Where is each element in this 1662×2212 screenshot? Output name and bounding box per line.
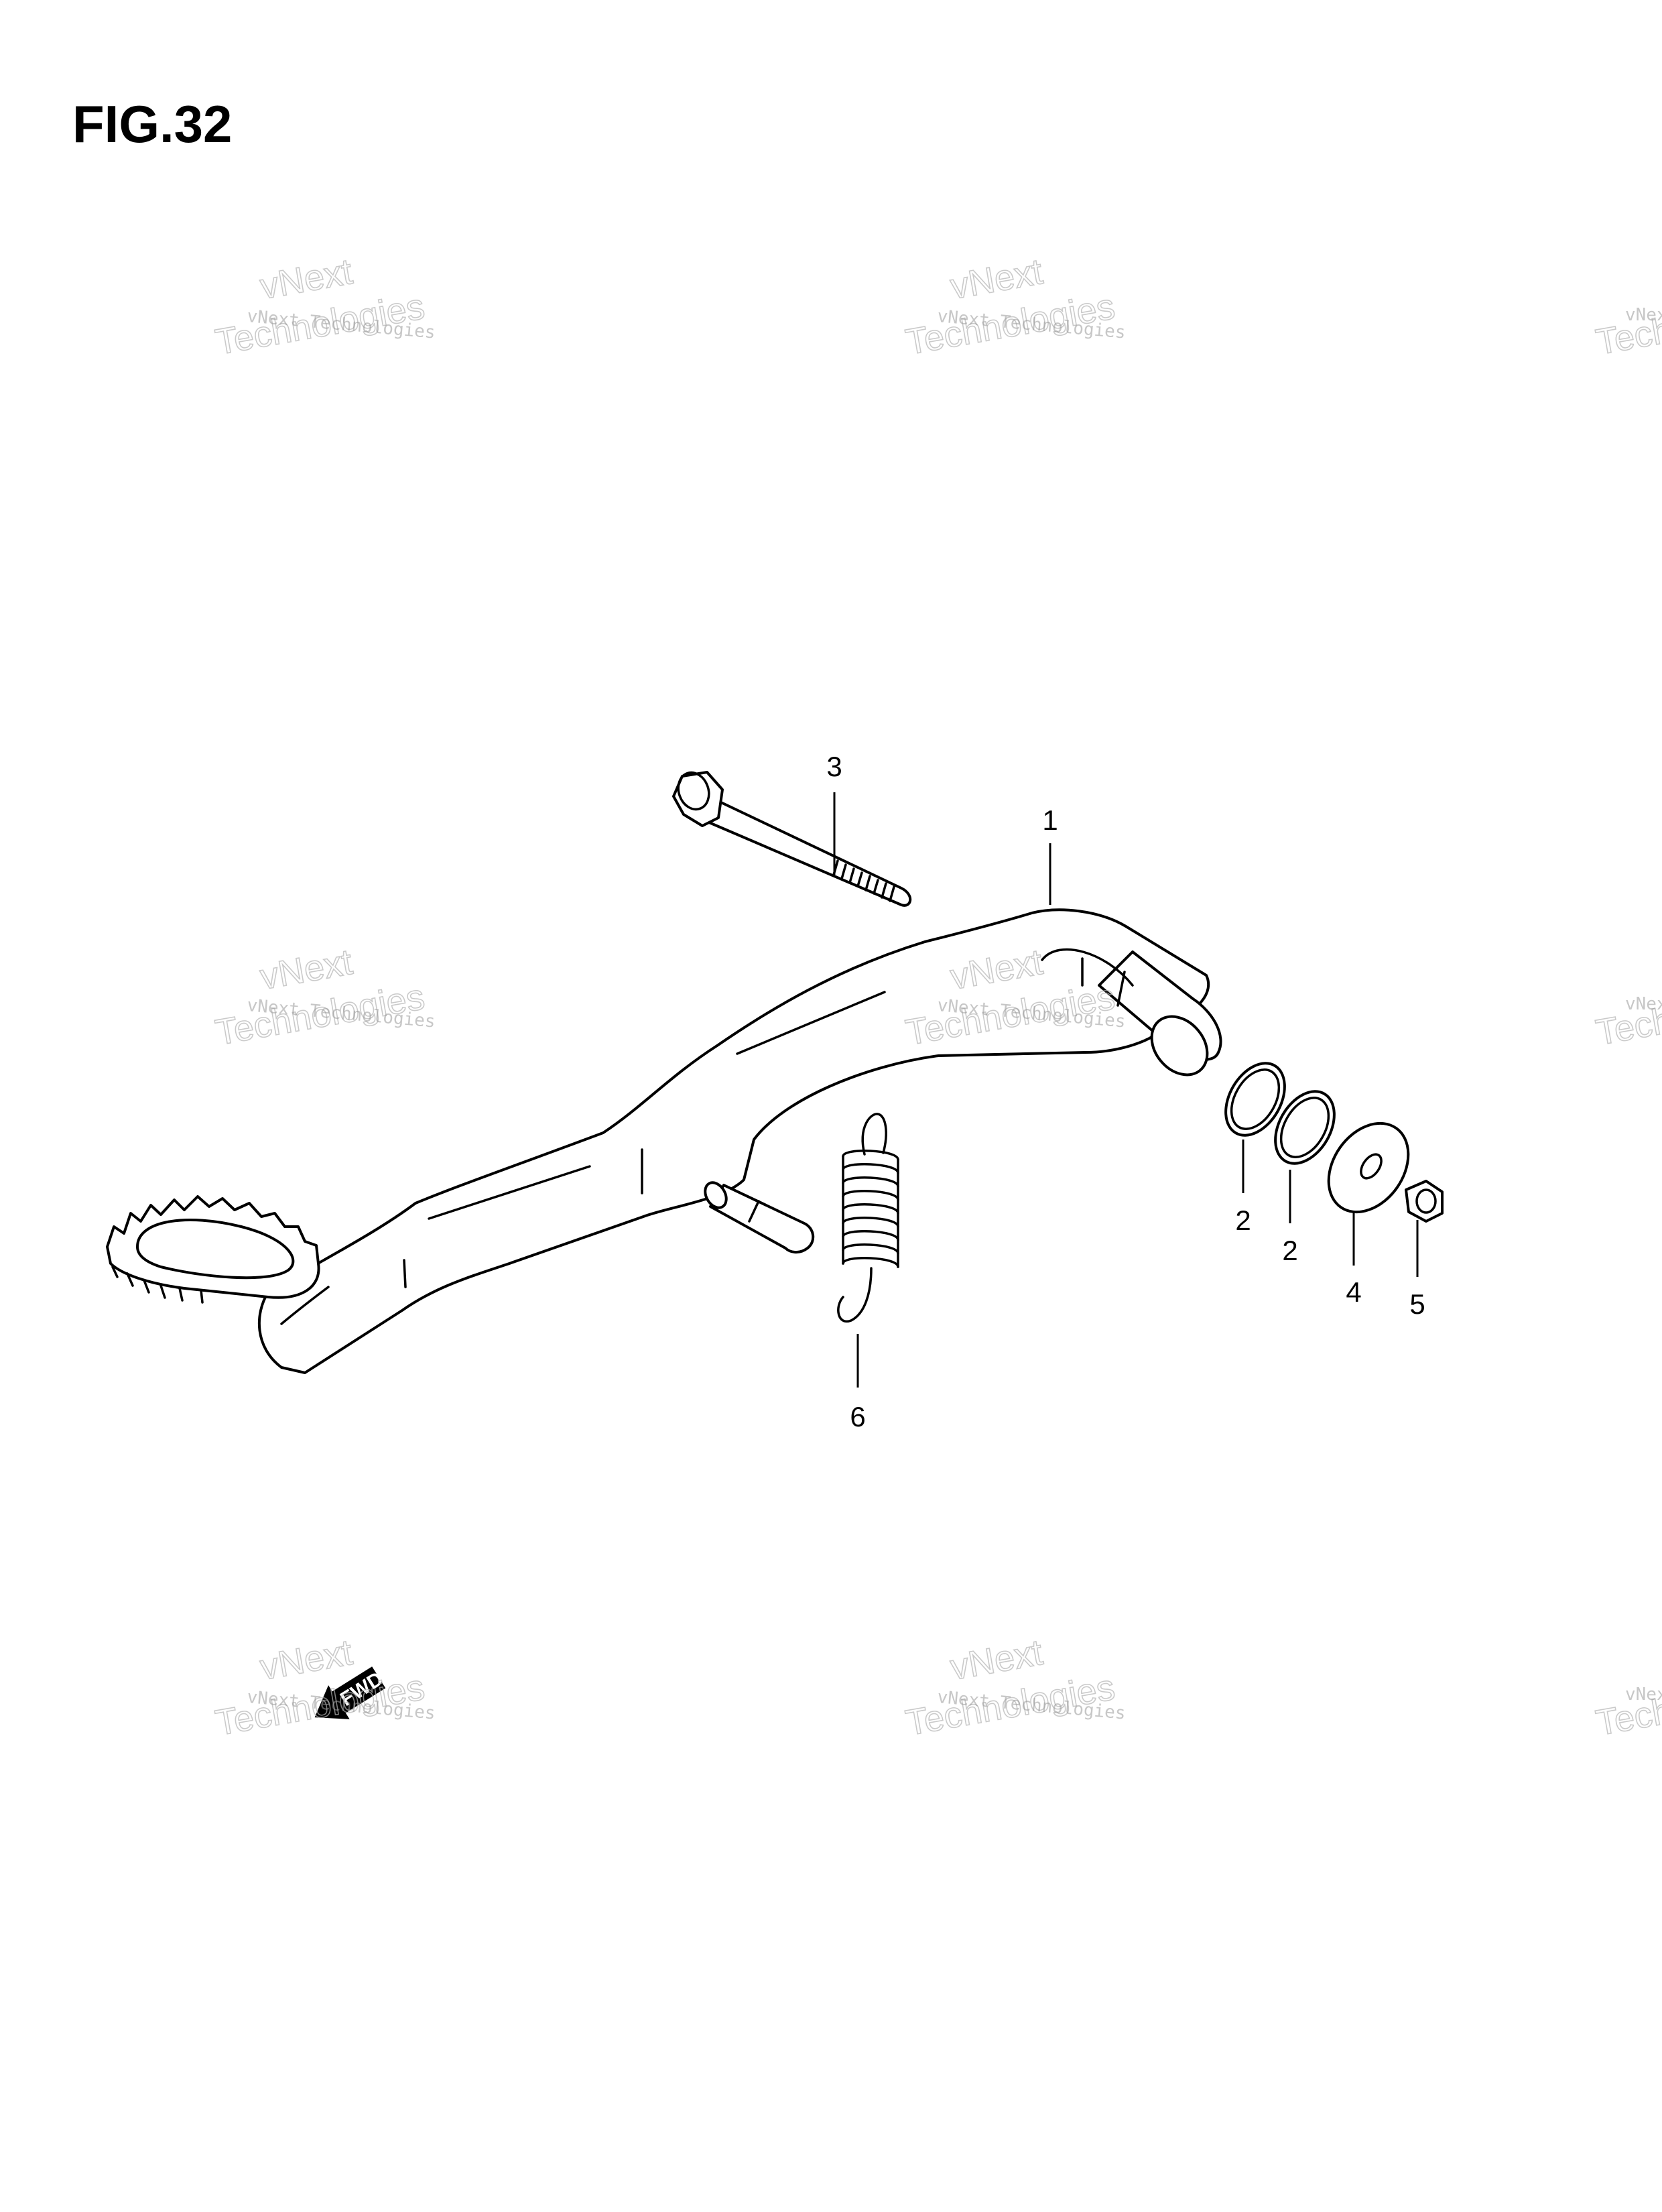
callout-5: 5	[1409, 1288, 1425, 1320]
watermark-r3c1: vNext Technologies	[212, 1632, 428, 1743]
watermark-r2c1: vNext Technologies	[212, 941, 428, 1053]
watermark-r2c3: Technologies	[1592, 976, 1662, 1053]
leader-lines	[833, 792, 1419, 1388]
watermark-big-1: vNext	[257, 1632, 355, 1688]
watermark-r3c2: vNext Technologies	[902, 1632, 1118, 1743]
callout-2b: 2	[1282, 1235, 1297, 1266]
watermark-small: vNext Technologies	[1625, 305, 1662, 325]
brake-pedal	[106, 908, 1222, 1374]
o-ring-front	[1224, 1062, 1286, 1137]
figure-title: FIG.32	[72, 95, 233, 153]
nut	[1405, 1180, 1444, 1223]
bolt	[672, 771, 912, 907]
watermark-r1c1: vNext Technologies	[212, 251, 428, 363]
washer	[1327, 1121, 1410, 1214]
fwd-arrow-icon	[314, 1666, 386, 1719]
watermark-big-2: Technologies	[1593, 977, 1662, 1053]
callout-6: 6	[850, 1401, 865, 1432]
callout-2a: 2	[1235, 1205, 1251, 1236]
watermark-big-1: vNext	[257, 942, 355, 997]
watermark-small: vNext Technologies	[1625, 1684, 1662, 1705]
callout-4: 4	[1346, 1276, 1361, 1308]
watermark-big-1: vNext	[948, 1632, 1045, 1688]
watermark-big-1: vNext	[948, 251, 1045, 307]
callout-1: 1	[1042, 804, 1058, 836]
callout-3: 3	[826, 751, 842, 782]
watermark-big-2: Technologies	[1593, 1667, 1662, 1743]
spring	[837, 1113, 899, 1323]
watermark-small: vNext Technologies	[1625, 994, 1662, 1014]
watermark-big-1: vNext	[257, 251, 355, 307]
watermark-r1c2: vNext Technologies	[902, 251, 1118, 363]
o-ring-rear	[1274, 1090, 1336, 1165]
watermark-r3c3: Technologies	[1592, 1666, 1662, 1743]
